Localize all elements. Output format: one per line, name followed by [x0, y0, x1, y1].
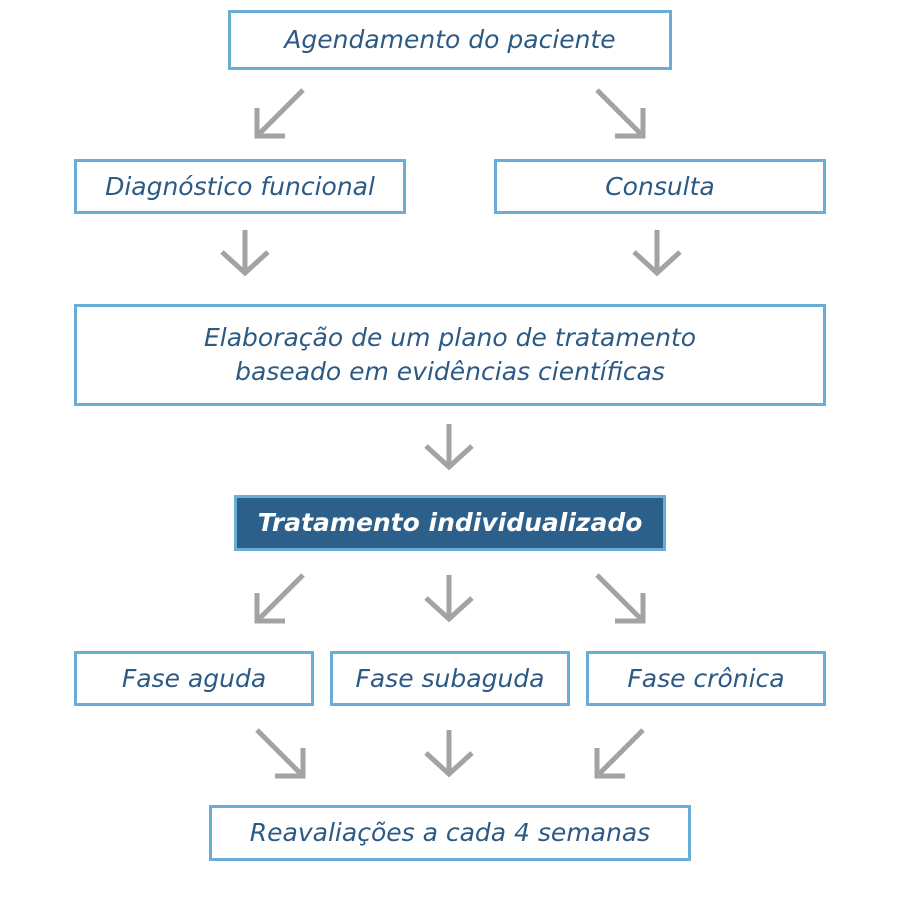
node-label: Tratamento individualizado — [257, 508, 643, 537]
node-label: Fase crônica — [627, 663, 785, 693]
node-fase-subaguda: Fase subaguda — [330, 651, 570, 706]
node-fase-cronica: Fase crônica — [586, 651, 826, 706]
arrow-down — [424, 730, 474, 778]
node-agendamento: Agendamento do paciente — [228, 10, 672, 70]
arrow-down-right — [255, 728, 306, 779]
node-reavaliacoes: Reavaliações a cada 4 semanas — [209, 805, 691, 861]
arrow-down — [632, 230, 682, 277]
node-elaboracao-plano: Elaboração de um plano de tratamento bas… — [74, 304, 826, 406]
node-fase-aguda: Fase aguda — [74, 651, 314, 706]
arrow-down-right — [595, 573, 646, 624]
node-consulta: Consulta — [494, 159, 826, 214]
arrow-down — [220, 230, 270, 277]
arrow-down-left — [594, 728, 645, 779]
node-label: Agendamento do paciente — [284, 25, 616, 54]
node-label: Diagnóstico funcional — [105, 171, 375, 201]
node-label: Reavaliações a cada 4 semanas — [249, 818, 651, 847]
node-diagnostico-funcional: Diagnóstico funcional — [74, 159, 406, 214]
node-tratamento-individualizado: Tratamento individualizado — [234, 495, 666, 551]
node-label: Fase subaguda — [355, 663, 545, 693]
arrow-down — [424, 424, 474, 471]
arrow-down-left — [254, 88, 305, 139]
node-label: Consulta — [605, 171, 715, 201]
node-label-line2: baseado em evidências científicas — [235, 357, 665, 386]
node-label-line1: Elaboração de um plano de tratamento — [203, 323, 697, 352]
node-label: Fase aguda — [121, 663, 267, 693]
arrow-down-left — [254, 573, 305, 624]
arrow-down-right — [595, 88, 646, 139]
arrow-down — [424, 575, 474, 623]
